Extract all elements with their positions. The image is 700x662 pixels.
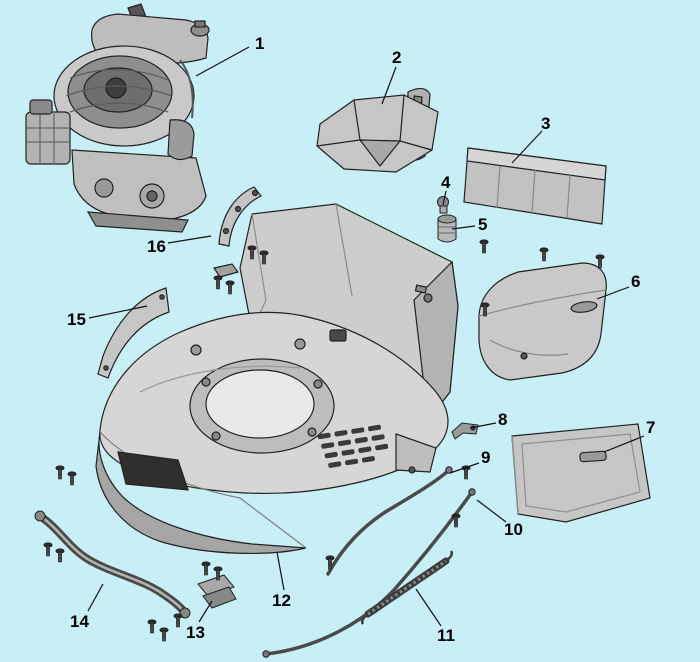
part-label-10: 10 xyxy=(504,520,523,539)
part-10-rod xyxy=(262,488,476,658)
leader-line-8 xyxy=(469,422,497,429)
leader-line-5 xyxy=(451,225,476,230)
part-label-14: 14 xyxy=(70,612,89,631)
part-5-fitting xyxy=(437,214,457,243)
part-label-2: 2 xyxy=(392,48,402,67)
leader-line-16 xyxy=(167,235,212,244)
leader-line-14 xyxy=(87,583,104,612)
leader-line-4 xyxy=(442,190,447,206)
leader-line-7 xyxy=(603,435,645,453)
part-label-3: 3 xyxy=(541,114,551,133)
part-3-rear-panel xyxy=(463,147,607,225)
part-label-6: 6 xyxy=(631,272,641,291)
part-4-primer-cap xyxy=(437,196,449,214)
part-13-mount-bracket xyxy=(197,574,237,609)
leader-lines xyxy=(87,46,645,627)
part-label-16: 16 xyxy=(147,237,166,256)
part-label-13: 13 xyxy=(186,623,205,642)
part-label-11: 11 xyxy=(437,626,455,645)
leader-line-10 xyxy=(476,499,507,523)
part-7-rear-door xyxy=(511,423,651,523)
leader-line-12 xyxy=(276,551,285,591)
leader-line-6 xyxy=(596,286,630,300)
part-6-side-cover xyxy=(478,262,607,381)
part-1-engine xyxy=(25,3,210,233)
part-16-curved-bracket xyxy=(213,186,262,278)
part-label-7: 7 xyxy=(646,418,656,437)
part-11-spring xyxy=(360,550,454,625)
part-label-8: 8 xyxy=(498,410,508,429)
part-label-4: 4 xyxy=(441,173,451,192)
part-label-12: 12 xyxy=(272,591,291,610)
leader-line-9 xyxy=(449,462,480,474)
part-9-rod xyxy=(326,466,453,576)
leader-line-1 xyxy=(195,46,250,77)
leader-line-2 xyxy=(381,66,397,105)
part-label-9: 9 xyxy=(481,448,491,467)
leader-line-15 xyxy=(88,305,148,319)
part-12-mower-deck xyxy=(95,203,459,554)
part-label-1: 1 xyxy=(255,34,265,53)
part-15-trim-strip xyxy=(97,287,170,379)
part-2-discharge-chute xyxy=(316,87,439,173)
leader-line-11 xyxy=(415,588,442,627)
leader-line-13 xyxy=(198,600,213,623)
part-label-5: 5 xyxy=(478,215,488,234)
part-8-small-bracket xyxy=(451,422,479,440)
part-label-15: 15 xyxy=(67,310,86,329)
leader-line-3 xyxy=(511,130,543,164)
part-14-curved-bar xyxy=(34,510,191,619)
